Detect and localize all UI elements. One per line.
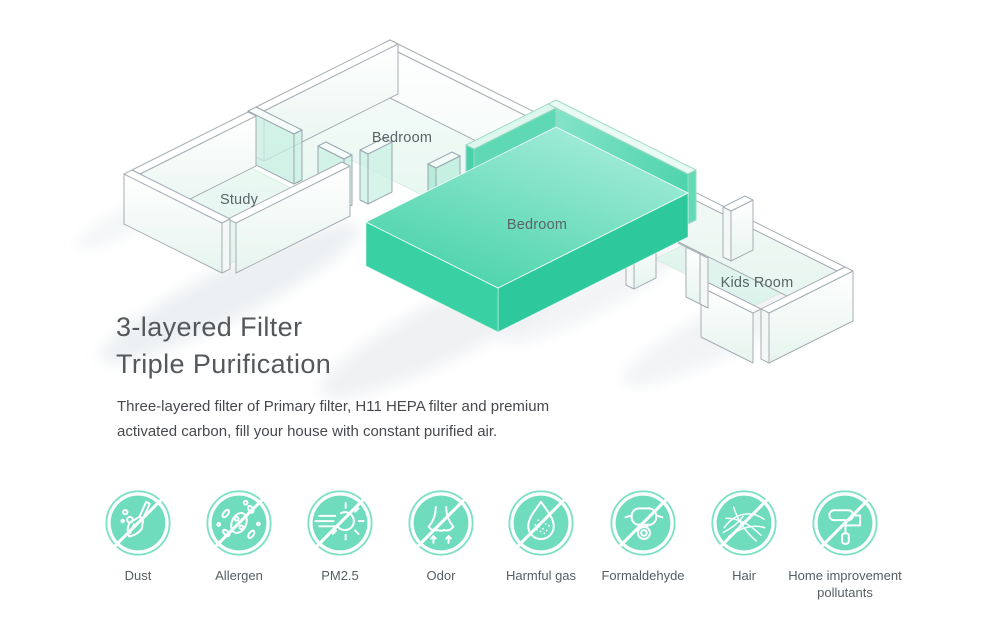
kids-room-right-wall <box>760 266 854 364</box>
pollutant-item-home-improvement: Home improvement pollutants <box>780 489 910 601</box>
pollutant-item-pm25: PM2.5 <box>280 489 400 584</box>
pollutant-label: Odor <box>426 568 456 583</box>
room-label-study: Study <box>219 192 259 208</box>
kids-room-left-wall-stub <box>722 195 754 262</box>
hair-strands-icon <box>711 490 777 556</box>
study-divider-wall <box>247 106 303 185</box>
nose-icon <box>408 490 474 556</box>
pollutant-label: PM2.5 <box>321 568 359 583</box>
kids-room-door-pillar-front <box>677 242 709 309</box>
study-front-wall <box>123 169 231 274</box>
pollutant-label: Formaldehyde <box>601 568 685 583</box>
pollutant-item-formaldehyde: Formaldehyde <box>583 489 703 584</box>
section-description: Three-layered filter of Primary filter, … <box>117 398 550 440</box>
heading-line-2: Triple Purification <box>116 349 332 379</box>
pollutant-label: Allergen <box>215 568 263 583</box>
haze-particle-icon <box>307 490 373 556</box>
droplet-dots-icon <box>508 490 574 556</box>
kids-room-front-wall <box>700 282 762 364</box>
pollutant-item-hair: Hair <box>684 489 804 584</box>
broom-icon <box>105 490 171 556</box>
section-heading: 3-layered Filter Triple Purification <box>116 309 331 383</box>
room-label-bedroom-top: Bedroom <box>371 130 433 146</box>
pollutant-label: Hair <box>732 568 756 583</box>
pollutant-label: Dust <box>124 568 152 583</box>
corridor-door-pillar <box>359 137 393 205</box>
floor-plan-illustration <box>75 39 854 399</box>
pollutant-item-dust: Dust <box>78 489 198 584</box>
pollutant-label: Home improvement pollutants <box>788 568 902 600</box>
room-label-kids-room: Kids Room <box>720 275 794 291</box>
study-right-wall <box>227 161 351 274</box>
gas-mask-icon <box>610 490 676 556</box>
pollutant-item-odor: Odor <box>381 489 501 584</box>
main-bedroom-highlight-slab <box>364 126 690 333</box>
pollutant-item-allergen: Allergen <box>179 489 299 584</box>
room-label-bedroom-main: Bedroom <box>506 217 568 233</box>
allergen-germ-icon <box>206 490 272 556</box>
pollutant-item-harmful-gas: Harmful gas <box>481 489 601 584</box>
paint-roller-icon <box>812 490 878 556</box>
pollutant-label: Harmful gas <box>505 568 577 583</box>
heading-line-1: 3-layered Filter <box>116 312 303 342</box>
